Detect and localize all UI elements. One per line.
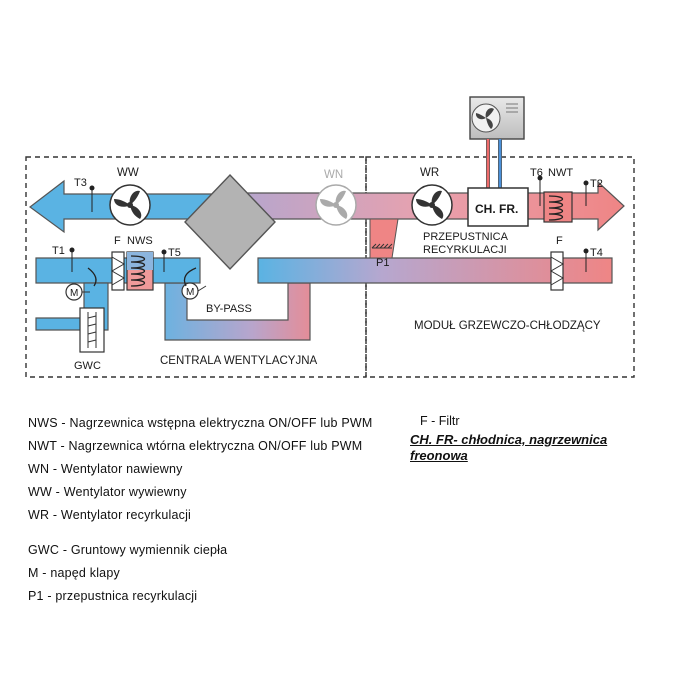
label-wn: WN	[324, 169, 343, 181]
legend-right: F - Filtr CH. FR- chłodnica, nagrzewnica…	[410, 414, 660, 464]
label-f-left: F	[114, 235, 121, 247]
legend-item: NWT - Nagrzewnica wtórna elektryczna ON/…	[28, 439, 363, 453]
label-t1: T1	[52, 245, 65, 257]
sensor-t6-icon	[537, 175, 543, 206]
ventilation-diagram: T3 WW WN T1 F NWS T5 M M BY-PASS GWC CEN…	[25, 96, 635, 378]
sensor-t4-icon	[583, 248, 589, 272]
outdoor-unit-icon	[469, 96, 525, 140]
recirculation-damper-icon	[371, 243, 393, 249]
heat-exchanger-icon	[184, 173, 276, 271]
label-t2: T2	[590, 178, 603, 190]
legend-item: P1 - przepustnica recyrkulacji	[28, 589, 198, 603]
legend-filter: F - Filtr	[420, 414, 460, 428]
label-t4: T4	[590, 247, 603, 259]
extract-fan-icon	[109, 184, 151, 226]
label-bypass: BY-PASS	[206, 303, 252, 315]
filter-left-icon	[111, 251, 125, 291]
legend-item: NWS - Nagrzewnica wstępna elektryczna ON…	[28, 416, 373, 430]
label-nwt: NWT	[548, 167, 573, 179]
label-recyrkulacji: RECYRKULACJI	[423, 244, 507, 256]
label-p1: P1	[376, 257, 389, 269]
label-m2: M	[186, 287, 194, 298]
ground-heat-exchanger-icon	[79, 307, 105, 353]
sensor-t1-icon	[69, 247, 75, 272]
legend-item: WR - Wentylator recyrkulacji	[28, 508, 192, 522]
preheater-icon	[126, 251, 154, 291]
label-chfr: CH. FR.	[475, 202, 518, 216]
label-m1: M	[70, 288, 78, 299]
sensor-t3-icon	[89, 185, 95, 212]
label-wr: WR	[420, 167, 439, 179]
bypass-actuator-icon	[181, 282, 207, 300]
label-ww: WW	[117, 167, 139, 179]
secondary-heater-icon	[543, 191, 573, 223]
label-central: CENTRALA WENTYLACYJNA	[160, 355, 318, 367]
legend-chfr-note: CH. FR- chłodnica, nagrzewnica freonowa	[410, 432, 608, 463]
legend-fans-heaters: NWS - Nagrzewnica wstępna elektryczna ON…	[28, 412, 373, 527]
label-gwc: GWC	[74, 360, 101, 372]
label-przepustnica: PRZEPUSTNICA	[423, 231, 509, 243]
supply-duct	[257, 257, 613, 284]
recirculation-fan-icon	[411, 184, 453, 226]
filter-right-icon	[550, 251, 564, 291]
label-module: MODUŁ GRZEWCZO-CHŁODZĄCY	[414, 320, 601, 332]
label-t6: T6	[530, 167, 543, 179]
bypass-arrow-icon	[183, 267, 197, 287]
legend-item: WN - Wentylator nawiewny	[28, 462, 183, 476]
damper-actuator-icon	[65, 283, 90, 301]
label-t3: T3	[74, 177, 87, 189]
legend-item: GWC - Gruntowy wymiennik ciepła	[28, 543, 228, 557]
label-t5: T5	[168, 247, 181, 259]
sensor-t2-icon	[583, 180, 589, 206]
legend-item: WW - Wentylator wywiewny	[28, 485, 187, 499]
recirculation-connector	[369, 218, 399, 259]
refrigerant-pipes	[486, 139, 502, 188]
supply-fan-icon	[315, 184, 357, 226]
damper-arrow-icon	[87, 267, 97, 287]
freon-coil-box	[467, 187, 529, 227]
legend-other: GWC - Gruntowy wymiennik ciepła M - napę…	[28, 539, 227, 608]
label-f-right: F	[556, 235, 563, 247]
legend-item: M - napęd klapy	[28, 566, 120, 580]
label-nws: NWS	[127, 235, 153, 247]
sensor-t5-icon	[161, 249, 167, 272]
